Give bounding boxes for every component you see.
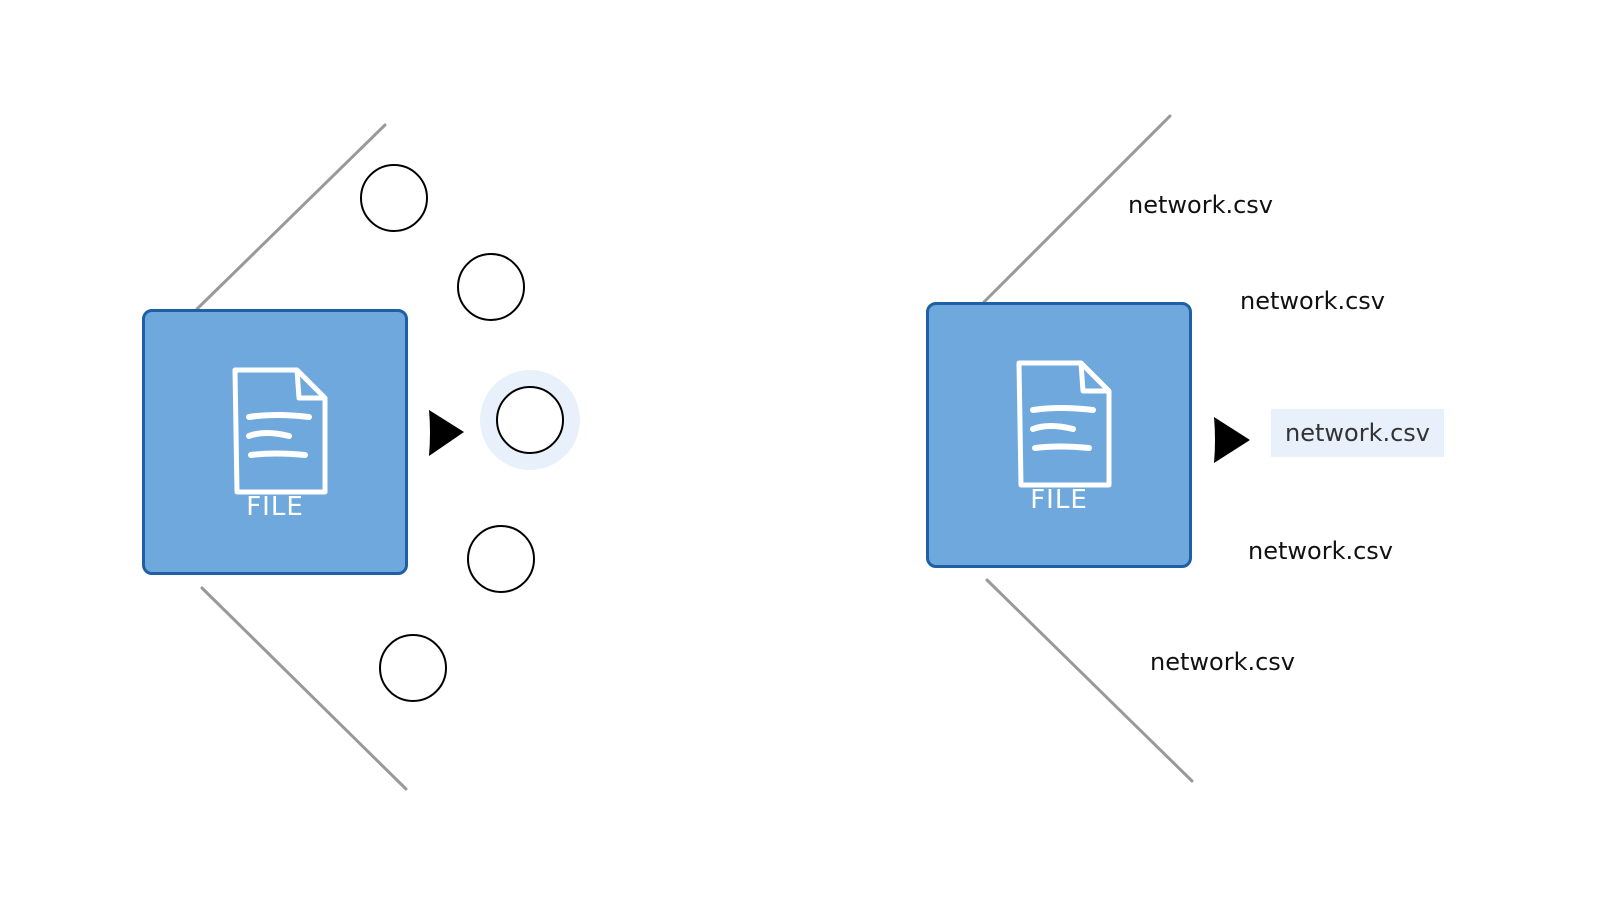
right-upper-guide-line xyxy=(982,114,1172,304)
file-label: FILE xyxy=(1030,485,1088,515)
right-option-5[interactable]: network.csv xyxy=(1150,648,1295,676)
right-file-node[interactable]: FILE xyxy=(926,302,1192,568)
left-pointer-icon xyxy=(429,410,464,456)
document-icon xyxy=(232,367,328,495)
left-option-2[interactable] xyxy=(457,253,525,321)
right-option-4[interactable]: network.csv xyxy=(1248,537,1393,565)
right-option-2[interactable]: network.csv xyxy=(1240,287,1385,315)
right-option-1[interactable]: network.csv xyxy=(1128,191,1273,219)
right-option-3[interactable]: network.csv xyxy=(1271,409,1444,457)
left-option-1[interactable] xyxy=(360,164,428,232)
file-label: FILE xyxy=(246,492,304,522)
left-upper-guide-line xyxy=(195,123,387,311)
left-option-4[interactable] xyxy=(467,525,535,593)
right-pointer-icon xyxy=(1214,417,1250,463)
left-file-node[interactable]: FILE xyxy=(142,309,408,575)
left-lower-guide-line xyxy=(200,586,408,791)
right-lower-guide-line xyxy=(985,578,1194,783)
left-option-5[interactable] xyxy=(379,634,447,702)
left-option-3[interactable] xyxy=(496,386,564,454)
document-icon xyxy=(1016,360,1112,488)
